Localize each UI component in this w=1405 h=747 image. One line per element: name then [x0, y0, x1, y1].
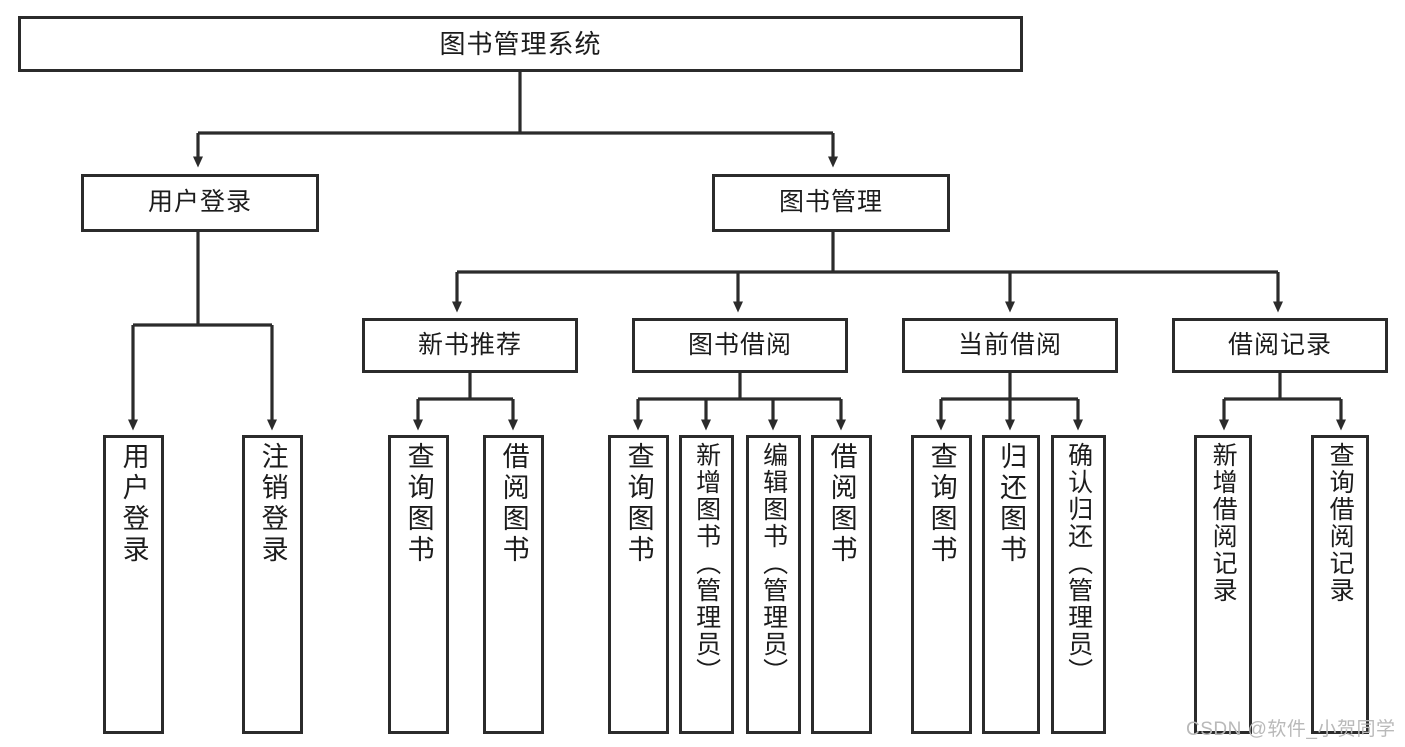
leaf-cur-query[interactable]: 查询图书 [911, 435, 972, 734]
leaf-rec-borrow-label: 借阅图书 [498, 442, 529, 566]
node-current-borrow-label: 当前借阅 [957, 330, 1062, 359]
leaf-cur-return-label: 归还图书 [996, 442, 1027, 566]
node-borrow-record[interactable]: 借阅记录 [1172, 318, 1388, 373]
leaf-rec-add[interactable]: 新增借阅记录 [1194, 435, 1252, 734]
leaf-borrow-borrow[interactable]: 借阅图书 [811, 435, 872, 734]
leaf-rec-query[interactable]: 查询图书 [388, 435, 449, 734]
node-user-login[interactable]: 用户登录 [81, 174, 319, 232]
leaf-user-logout-label: 注销登录 [257, 442, 288, 566]
leaf-cur-query-label: 查询图书 [926, 442, 957, 566]
leaf-borrow-edit[interactable]: 编辑图书（管理员） [746, 435, 801, 734]
leaf-user-login-label: 用户登录 [118, 442, 149, 566]
leaf-borrow-query[interactable]: 查询图书 [608, 435, 669, 734]
node-user-login-label: 用户登录 [147, 188, 252, 217]
node-book-manage-label: 图书管理 [778, 188, 883, 217]
node-book-borrow[interactable]: 图书借阅 [632, 318, 848, 373]
node-book-manage[interactable]: 图书管理 [712, 174, 950, 232]
node-book-borrow-label: 图书借阅 [687, 330, 792, 359]
watermark: CSDN @软件_小贺同学 [1186, 719, 1396, 740]
leaf-rec-search[interactable]: 查询借阅记录 [1311, 435, 1369, 734]
node-current-borrow[interactable]: 当前借阅 [902, 318, 1118, 373]
leaf-borrow-query-label: 查询图书 [623, 442, 654, 566]
leaf-rec-add-label: 新增借阅记录 [1209, 442, 1238, 604]
node-root-label: 图书管理系统 [439, 28, 602, 59]
leaf-user-login[interactable]: 用户登录 [103, 435, 164, 734]
node-new-book-rec[interactable]: 新书推荐 [362, 318, 578, 373]
node-root[interactable]: 图书管理系统 [18, 16, 1023, 72]
leaf-borrow-borrow-label: 借阅图书 [826, 442, 857, 566]
leaf-cur-confirm-label: 确认归还（管理员） [1064, 442, 1093, 685]
leaf-user-logout[interactable]: 注销登录 [242, 435, 303, 734]
node-new-book-rec-label: 新书推荐 [417, 330, 522, 359]
leaf-borrow-edit-label: 编辑图书（管理员） [759, 442, 788, 685]
leaf-cur-confirm[interactable]: 确认归还（管理员） [1051, 435, 1106, 734]
leaf-rec-search-label: 查询借阅记录 [1326, 442, 1355, 604]
leaf-rec-query-label: 查询图书 [403, 442, 434, 566]
leaf-borrow-add[interactable]: 新增图书（管理员） [679, 435, 734, 734]
leaf-rec-borrow[interactable]: 借阅图书 [483, 435, 544, 734]
leaf-cur-return[interactable]: 归还图书 [982, 435, 1040, 734]
node-borrow-record-label: 借阅记录 [1227, 330, 1332, 359]
leaf-borrow-add-label: 新增图书（管理员） [692, 442, 721, 685]
